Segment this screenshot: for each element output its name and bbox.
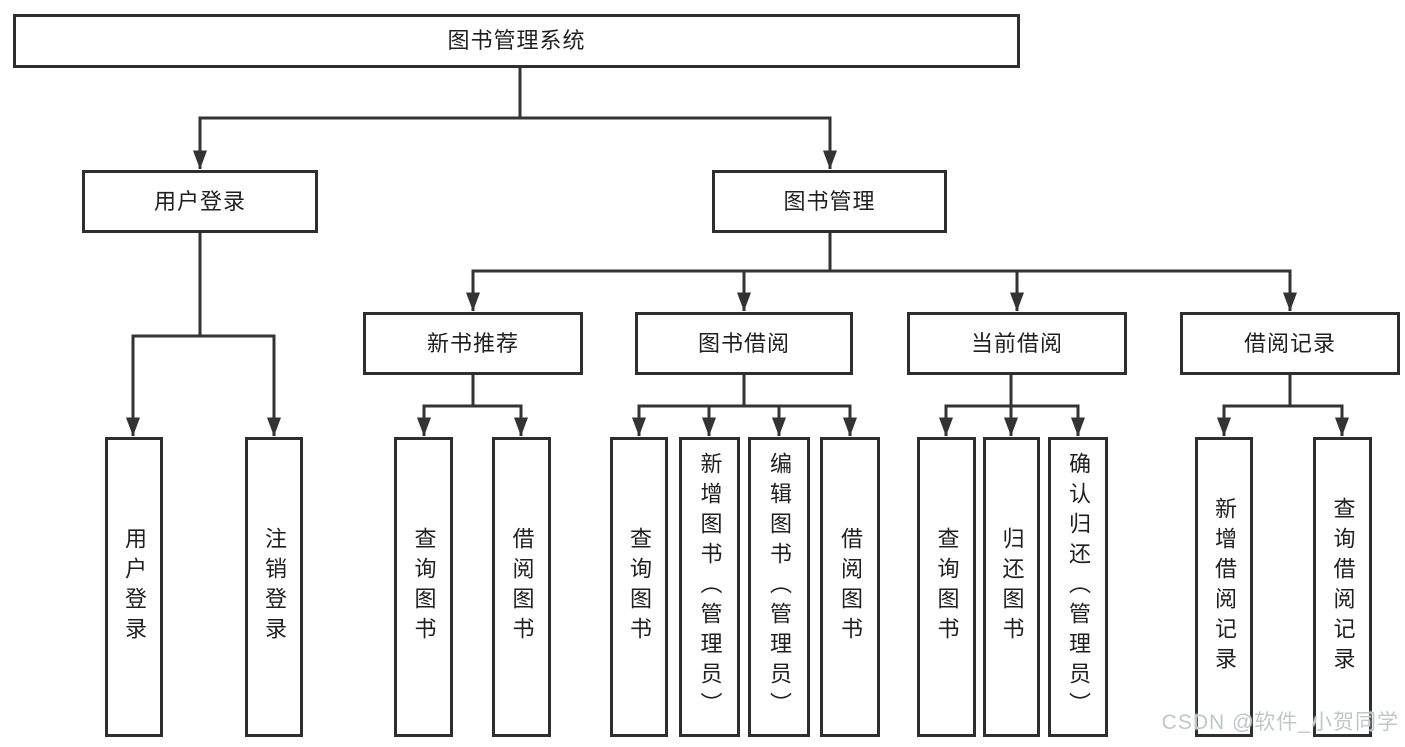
node-root-label: 图书管理系统 xyxy=(447,28,586,53)
node-book-management-label: 图书管理 xyxy=(783,188,876,214)
leaf-user-login-label: 用户登录 xyxy=(122,527,147,647)
leaf-br-query-record-label: 查询借阅记录 xyxy=(1330,497,1356,677)
node-user-login: 用户登录 xyxy=(82,170,318,233)
csdn-watermark: CSDN @软件_小贺同学 xyxy=(1161,711,1399,734)
node-book-management: 图书管理 xyxy=(712,170,947,233)
connector-root xyxy=(192,68,838,170)
leaf-bb-edit-book-admin: 编辑图书（管理员） xyxy=(748,437,810,737)
leaf-bb-add-book-admin: 新增图书（管理员） xyxy=(679,437,740,737)
leaf-cb-query-book: 查询图书 xyxy=(917,437,976,737)
connector-current-borrow xyxy=(938,375,1086,437)
node-new-book-recommend: 新书推荐 xyxy=(363,312,583,375)
leaf-cb-return-book-label: 归还图书 xyxy=(999,527,1025,647)
node-borrow-records: 借阅记录 xyxy=(1180,312,1400,375)
connector-user-login xyxy=(125,233,282,437)
leaf-br-add-record: 新增借阅记录 xyxy=(1195,437,1253,737)
node-book-borrow-label: 图书借阅 xyxy=(697,330,790,356)
node-user-login-label: 用户登录 xyxy=(153,188,246,214)
leaf-logout: 注销登录 xyxy=(245,437,303,737)
leaf-bb-query-book-label: 查询图书 xyxy=(627,527,652,647)
leaf-nb-borrow-book: 借阅图书 xyxy=(492,437,551,737)
leaf-bb-borrow-book-label: 借阅图书 xyxy=(838,527,863,647)
node-current-borrow: 当前借阅 xyxy=(907,312,1127,375)
leaf-nb-borrow-book-label: 借阅图书 xyxy=(509,527,535,647)
leaf-bb-edit-book-admin-label: 编辑图书（管理员） xyxy=(767,452,792,722)
leaf-cb-confirm-return-admin: 确认归还（管理员） xyxy=(1048,437,1108,737)
connector-book-borrow xyxy=(631,375,858,437)
leaf-logout-label: 注销登录 xyxy=(262,527,287,647)
connector-borrow-records xyxy=(1216,375,1350,437)
leaf-bb-borrow-book: 借阅图书 xyxy=(820,437,880,737)
leaf-cb-confirm-return-admin-label: 确认归还（管理员） xyxy=(1066,452,1091,722)
leaf-br-query-record: 查询借阅记录 xyxy=(1313,437,1372,737)
node-root: 图书管理系统 xyxy=(13,14,1020,68)
leaf-bb-add-book-admin-label: 新增图书（管理员） xyxy=(697,452,723,722)
leaf-cb-query-book-label: 查询图书 xyxy=(934,527,960,647)
leaf-nb-query-book-label: 查询图书 xyxy=(411,527,437,647)
leaf-user-login: 用户登录 xyxy=(105,437,163,737)
node-book-borrow: 图书借阅 xyxy=(635,312,853,375)
node-current-borrow-label: 当前借阅 xyxy=(970,330,1063,356)
leaf-nb-query-book: 查询图书 xyxy=(394,437,453,737)
node-new-book-recommend-label: 新书推荐 xyxy=(426,330,519,356)
leaf-cb-return-book: 归还图书 xyxy=(983,437,1040,737)
connector-book-management xyxy=(465,233,1298,312)
node-borrow-records-label: 借阅记录 xyxy=(1243,330,1336,356)
leaf-bb-query-book: 查询图书 xyxy=(610,437,668,737)
leaf-br-add-record-label: 新增借阅记录 xyxy=(1212,497,1237,677)
connector-new-book-recommend xyxy=(416,375,529,437)
